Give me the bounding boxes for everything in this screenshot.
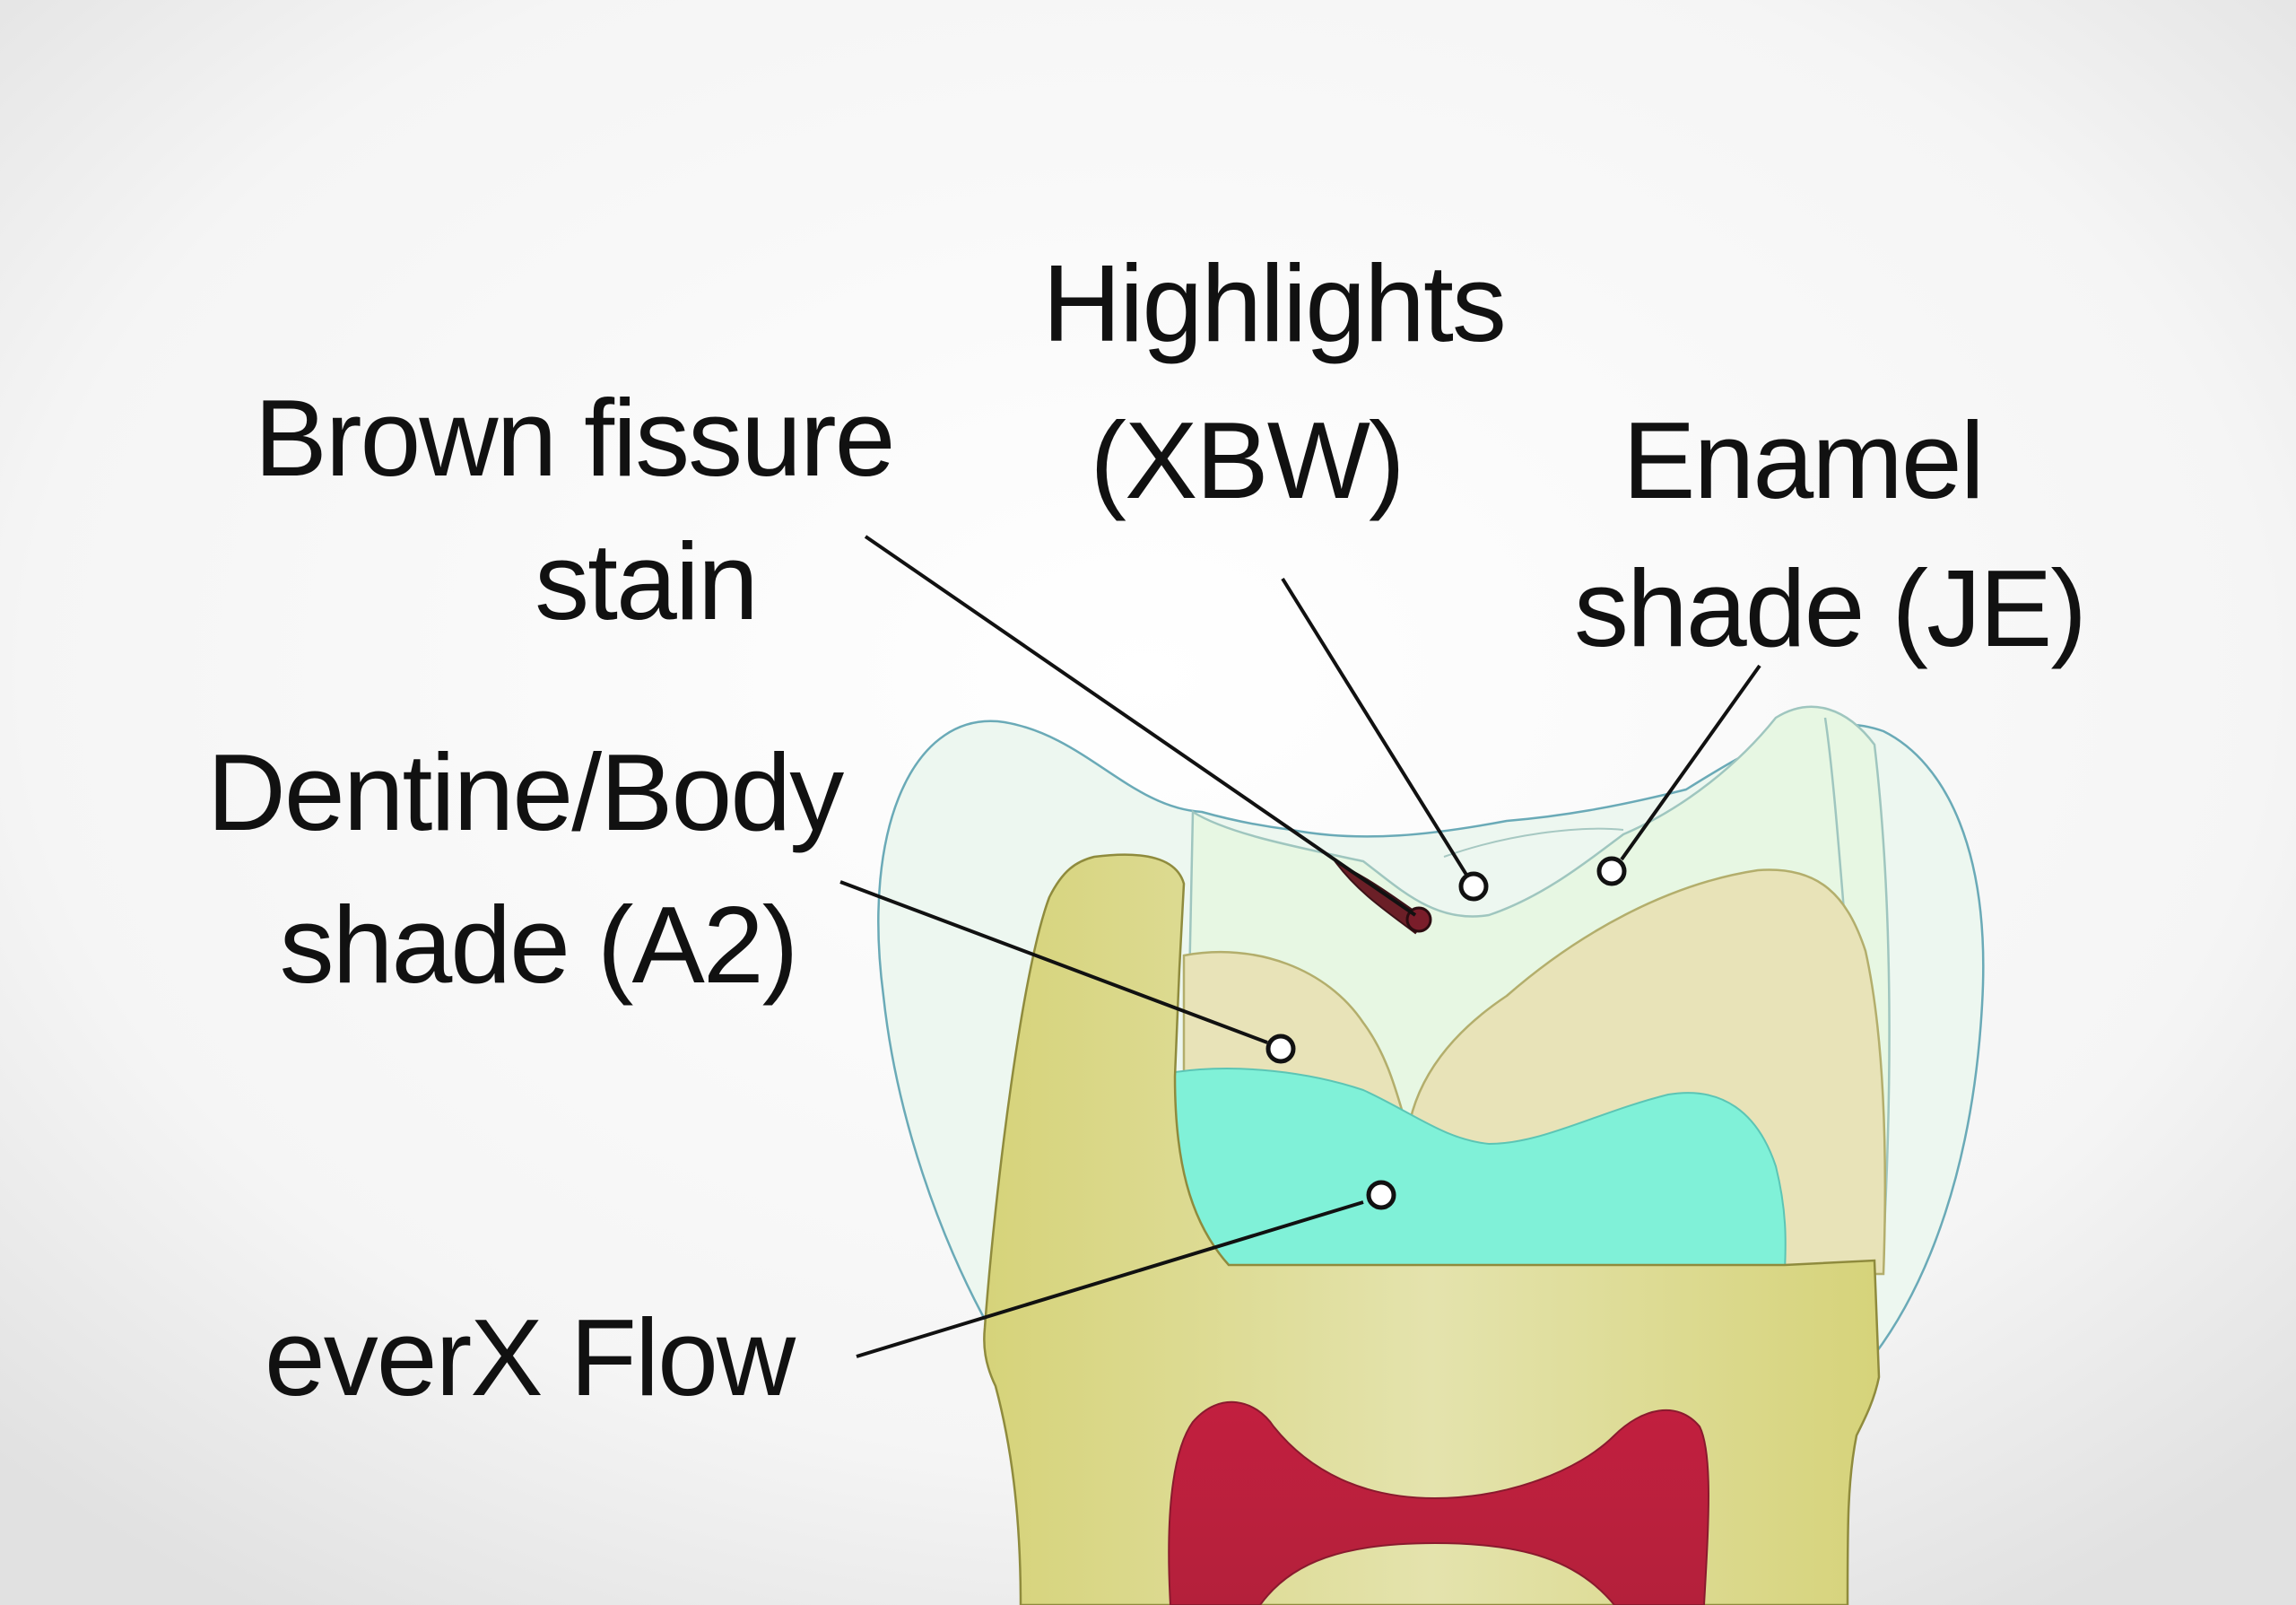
label-enamel-line2: shade (JE) — [1574, 547, 2085, 669]
leader-dentine — [839, 880, 1268, 1044]
label-dentine-line1: Dentine/Body — [207, 731, 844, 853]
pin-dentine — [1265, 1034, 1296, 1064]
label-brown-fissure-line1: Brown fissure — [254, 377, 893, 499]
label-brown-fissure-line2: stain — [535, 520, 757, 642]
leader-enamel — [1620, 664, 1761, 861]
label-everx-flow: everX Flow — [265, 1296, 796, 1418]
highlights-line — [1443, 827, 1624, 858]
pin-enamel — [1596, 856, 1627, 886]
label-highlights-line2: (XBW) — [1090, 399, 1403, 521]
pulp-chamber — [1168, 1400, 1709, 1605]
label-highlights-line1: Highlights — [1042, 242, 1505, 364]
leader-brown-fissure — [864, 535, 1417, 917]
label-dentine-line2: shade (A2) — [280, 884, 797, 1006]
leader-everx — [856, 1200, 1364, 1358]
pin-highlights — [1458, 871, 1489, 902]
label-enamel-line1: Enamel — [1622, 399, 1983, 521]
pin-everx — [1366, 1180, 1396, 1210]
leader-highlights — [1281, 577, 1468, 877]
